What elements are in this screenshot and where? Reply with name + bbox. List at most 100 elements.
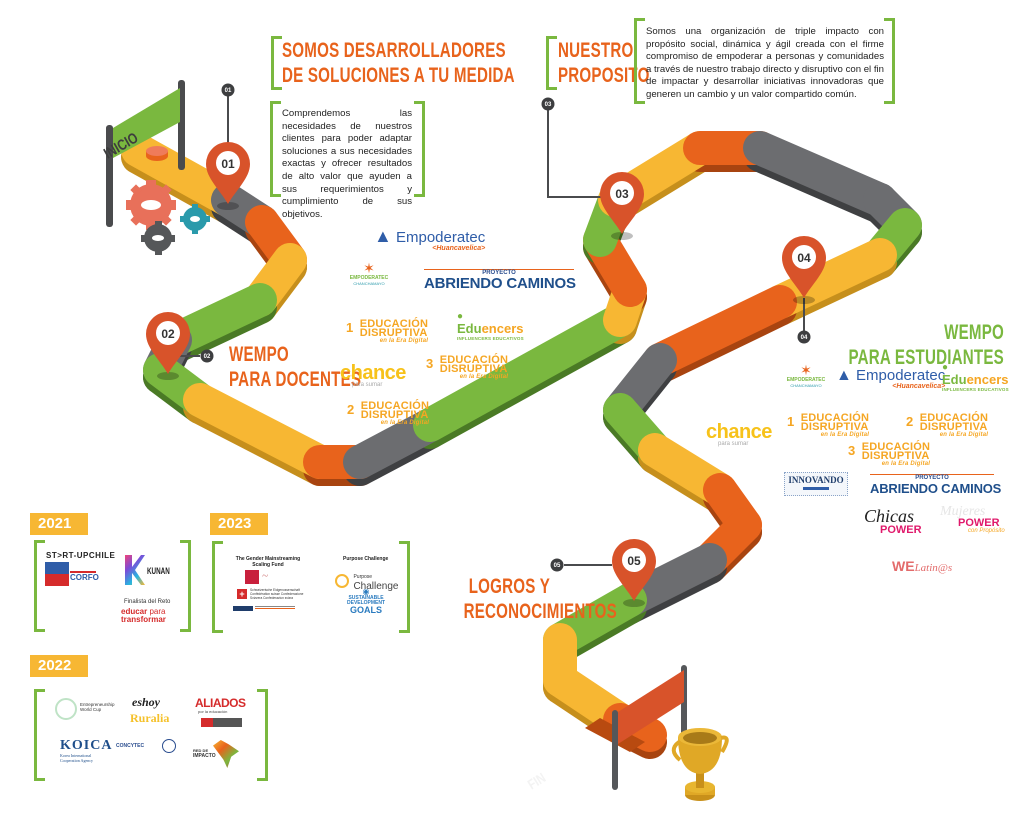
bracket (634, 18, 645, 104)
gear-icon (141, 221, 175, 255)
mujeres-c: con Propósito (968, 528, 1005, 534)
logo-chanchamayo-sub: CHANCHAMAYO (790, 383, 822, 388)
swiss-flag-icon: + (237, 589, 247, 599)
step-01-text: Comprendemos las necesidades de nuestros… (282, 108, 412, 220)
ed-line3: en la Era Digital (459, 374, 509, 380)
logo-chanchamayo-name: EMPODERATEC (786, 377, 826, 383)
step-05-title-line1: LOGROS Y (468, 575, 550, 598)
bracket (270, 101, 281, 197)
trophy-icon (671, 728, 729, 801)
eduencers-sub: INFLUENCERS EDUCATIVOS (457, 336, 524, 341)
graduate-icon: ▲ (836, 367, 852, 384)
sdg-a: SUSTAINABLE (348, 595, 384, 601)
callout-number: 05 (554, 563, 561, 569)
logo-abriendo-big: ABRIENDO CAMINOS (424, 275, 576, 292)
step-01-title-line1: SOMOS DESARROLLADORES (282, 39, 506, 62)
location-pin-icon: 02 (146, 312, 190, 380)
logo-abriendo-small: PROYECTO (424, 269, 574, 276)
logo-gender-fund (245, 570, 259, 584)
aliados-sub: por la educación (198, 709, 228, 714)
callout-number: 04 (801, 335, 808, 341)
bracket (34, 689, 45, 781)
logo-empoderatec-sub: <Huancavelica> (432, 245, 486, 252)
step-03-text: Somos una organización de triple impacto… (646, 26, 884, 100)
finish-label: FIN (525, 770, 548, 793)
callout-dot (200, 349, 214, 363)
year-badge-2021: 2021 (30, 513, 88, 535)
logo-innovando: INNOVANDO (784, 472, 848, 496)
ed-line2: DISRUPTIVA (360, 409, 429, 421)
callout-dot (221, 83, 235, 97)
koica-sub: Korea International Cooperation Agency (60, 753, 93, 763)
step-04-title-line1: WEMPO (944, 321, 1004, 344)
edition-number: 3 (426, 356, 434, 371)
step-01-title-line2: DE SOLUCIONES A TU MEDIDA (282, 64, 515, 87)
we-a: WE (892, 558, 915, 574)
edition-number: 1 (787, 414, 795, 429)
red-impacto-b: IMPACTO (193, 753, 216, 759)
ed-line3: en la Era Digital (939, 432, 989, 438)
ed-line1: EDUCACIÓN (360, 400, 430, 412)
logo-eduencers: ● Eduencers INFLUENCERS EDUCATIVOS (942, 363, 1009, 393)
ed-line1: EDUCACIÓN (359, 318, 429, 330)
bracket (546, 36, 557, 90)
pin-number: 01 (221, 157, 235, 171)
logo-concytec: CONCYTEC (116, 743, 145, 749)
ed-line2: DISRUPTIVA (439, 363, 508, 375)
logo-kunan-k (125, 555, 145, 585)
chicas-b: POWER (880, 524, 922, 536)
logo-sdg: ◉ SUSTAINABLE DEVELOPMENT GOALS (347, 588, 385, 615)
logo-corfo: CORFO (70, 571, 99, 582)
purpose-icon (335, 573, 349, 588)
logo-aliados: ALIADOS (195, 696, 246, 710)
location-pin-icon: 04 (782, 236, 826, 304)
pin-number: 02 (161, 327, 175, 341)
location-pin-icon: 05 (612, 539, 656, 607)
logo-we-latinas: WELatin@s (892, 558, 952, 576)
eduencers-b: encers (966, 372, 1009, 387)
logo-chance: chance para sumar (706, 422, 772, 447)
ed-line2: DISRUPTIVA (919, 421, 988, 433)
chance-sub: para sumar (352, 382, 383, 388)
logo-minedu-peru (192, 718, 242, 727)
sdg-b: DEVELOPMENT (347, 600, 386, 606)
bracket (180, 540, 191, 632)
eduencers-a: Edu (457, 321, 482, 336)
callout-number: 03 (545, 102, 552, 108)
bracket (884, 18, 895, 104)
logo-abriendo-small: PROYECTO (870, 474, 994, 481)
logo-abriendo-caminos: PROYECTO ABRIENDO CAMINOS (870, 474, 1001, 497)
red-impacto-a: RED DE (193, 748, 209, 753)
callout-dot (797, 330, 811, 344)
step-03-title-line2: PROPOSITO (558, 64, 650, 87)
pin-number: 05 (627, 554, 641, 568)
road-segment (643, 285, 797, 377)
start-flag (113, 88, 180, 158)
year-badge-2023: 2023 (210, 513, 268, 535)
callout-line-03 (547, 104, 602, 198)
gear-icon (180, 204, 210, 234)
step-05-title: LOGROS Y RECONOCIMIENTOS (430, 574, 617, 624)
ed-line1: EDUCACIÓN (439, 354, 509, 366)
logo-empoderatec-chanchamayo: ✶ EMPODERATEC CHANCHAMAYO (784, 363, 828, 388)
eduencers-b: encers (481, 321, 524, 336)
edition-number: 2 (906, 414, 914, 429)
logo-korean-university (162, 739, 176, 753)
edition-number: 2 (347, 402, 355, 417)
step-04-title: WEMPO PARA ESTUDIANTES (788, 320, 1004, 370)
year-badge-2022: 2022 (30, 655, 88, 677)
finalista-label: Finalista del Reto (124, 599, 171, 605)
logo-ewc: Entrepreneurship World Cup (80, 702, 115, 712)
logo-empoderatec-name: Empoderatec (856, 367, 946, 384)
logo-startup-chile: ST>RT-UPCHILE (46, 551, 116, 560)
logo-kunan: KUNAN (147, 566, 170, 576)
logo-empoderatec: ▲ Empoderatec <Huancavelica> (836, 368, 945, 391)
apple-icon: ● (457, 311, 464, 322)
ed-line3: en la Era Digital (881, 461, 931, 467)
step-02-title: WEMPO PARA DOCENTES (229, 342, 361, 392)
